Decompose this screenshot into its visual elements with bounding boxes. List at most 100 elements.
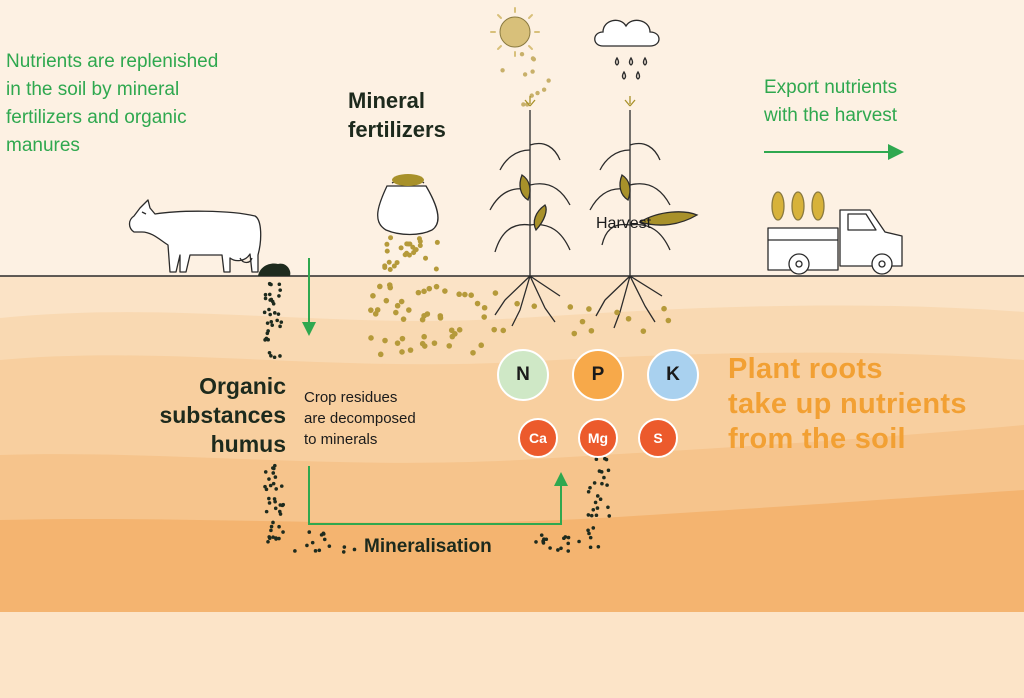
particle-dot <box>393 309 399 316</box>
arrow-right-icon <box>764 144 904 160</box>
particle-dot <box>559 546 563 551</box>
particle-dot <box>307 530 312 534</box>
particle-dot <box>271 301 276 306</box>
particle-dot <box>588 545 593 550</box>
maize-plant-icon-2 <box>589 96 699 329</box>
harvest-label: Harvest <box>596 215 652 232</box>
export-nutrients-label: Export nutrients with the harvest <box>764 74 897 130</box>
particle-dot <box>271 481 276 486</box>
fertilizer-granules <box>368 235 672 358</box>
particle-dot <box>293 549 297 553</box>
organic-substances-label: Organic substances humus <box>150 372 286 459</box>
particle-dot <box>263 292 268 297</box>
particle-dot <box>272 311 277 315</box>
particle-dot <box>317 548 322 553</box>
particle-dot <box>598 497 603 502</box>
particle-dot <box>264 336 269 341</box>
cow-icon <box>128 199 262 273</box>
particle-dot <box>589 513 594 518</box>
particle-dot <box>391 263 397 269</box>
particle-dot <box>586 306 592 312</box>
particle-dot <box>377 351 384 358</box>
particle-dot <box>604 457 609 462</box>
particle-dot <box>452 331 458 337</box>
particle-dot <box>594 457 599 462</box>
particle-dot <box>383 297 390 304</box>
particle-dot <box>275 318 279 323</box>
particle-dot <box>263 484 267 489</box>
particle-dot <box>407 347 414 353</box>
particle-dot <box>268 483 273 488</box>
particle-dot <box>665 317 672 324</box>
particle-dot <box>434 239 440 245</box>
particle-dot <box>462 291 468 298</box>
organic-line3: humus <box>210 431 286 457</box>
particle-dot <box>567 304 574 310</box>
particle-dot <box>586 513 591 517</box>
particle-dot <box>281 502 286 507</box>
particle-dot <box>267 477 271 481</box>
particle-dot <box>386 282 393 288</box>
particle-dot <box>595 506 600 510</box>
crop-residues-line1: Crop residues <box>304 389 398 406</box>
mineralisation-label: Mineralisation <box>364 536 492 557</box>
particle-dot <box>273 475 278 479</box>
particle-dot <box>272 355 277 360</box>
particle-dot <box>386 259 392 265</box>
particle-dot <box>413 247 419 253</box>
particle-dot <box>387 267 393 273</box>
particle-dot <box>541 87 547 92</box>
particle-dot <box>446 343 453 349</box>
particle-dot <box>402 252 408 258</box>
particle-dot <box>586 489 591 494</box>
particle-dot <box>417 238 423 244</box>
particle-dot <box>586 528 590 533</box>
particle-dot <box>399 349 405 355</box>
particle-dot <box>271 520 275 525</box>
mineral-fertilizers-line2: fertilizers <box>348 117 446 142</box>
replenish-text: Nutrients are replenished in the soil by… <box>6 51 219 156</box>
particle-dot <box>274 487 279 491</box>
particle-dot <box>273 499 277 504</box>
manure-particles <box>262 281 284 360</box>
particle-dot <box>279 484 284 488</box>
particle-dot <box>492 290 499 296</box>
particle-dot <box>277 524 281 529</box>
particle-dot <box>267 307 271 312</box>
particle-dot <box>579 318 586 325</box>
particle-dot <box>571 330 578 337</box>
particle-dot <box>272 497 277 501</box>
particle-dot <box>313 549 318 553</box>
particle-dot <box>276 312 281 316</box>
particle-dot <box>341 550 346 554</box>
particle-dot <box>374 307 381 313</box>
particle-dot <box>268 312 272 317</box>
particle-dot <box>562 536 566 541</box>
mineral-fertilizers-line1: Mineral <box>348 88 426 113</box>
particle-dot <box>566 541 571 546</box>
particle-dot <box>433 266 439 272</box>
particle-dot <box>277 536 281 541</box>
particle-dot <box>606 468 611 473</box>
particle-dot <box>394 260 400 266</box>
particle-dot <box>614 309 620 316</box>
particle-dot <box>514 300 520 307</box>
fertilizer-bag-icon <box>377 174 439 236</box>
particle-dot <box>640 328 647 334</box>
particle-dot <box>593 500 598 505</box>
roots-line3: from the soil <box>728 423 906 455</box>
particle-dot <box>310 540 315 545</box>
maize-plant-icon <box>489 96 571 327</box>
particle-dot <box>278 512 283 516</box>
particle-dot <box>500 68 505 73</box>
particle-dot <box>305 543 309 548</box>
particle-dot <box>424 311 431 317</box>
particle-dot <box>437 315 444 321</box>
particle-dot <box>433 283 440 290</box>
particle-dot <box>278 503 283 507</box>
particle-dot <box>384 248 390 254</box>
particle-dot <box>591 507 596 512</box>
particle-dot <box>271 471 276 475</box>
particle-dot <box>591 526 596 530</box>
